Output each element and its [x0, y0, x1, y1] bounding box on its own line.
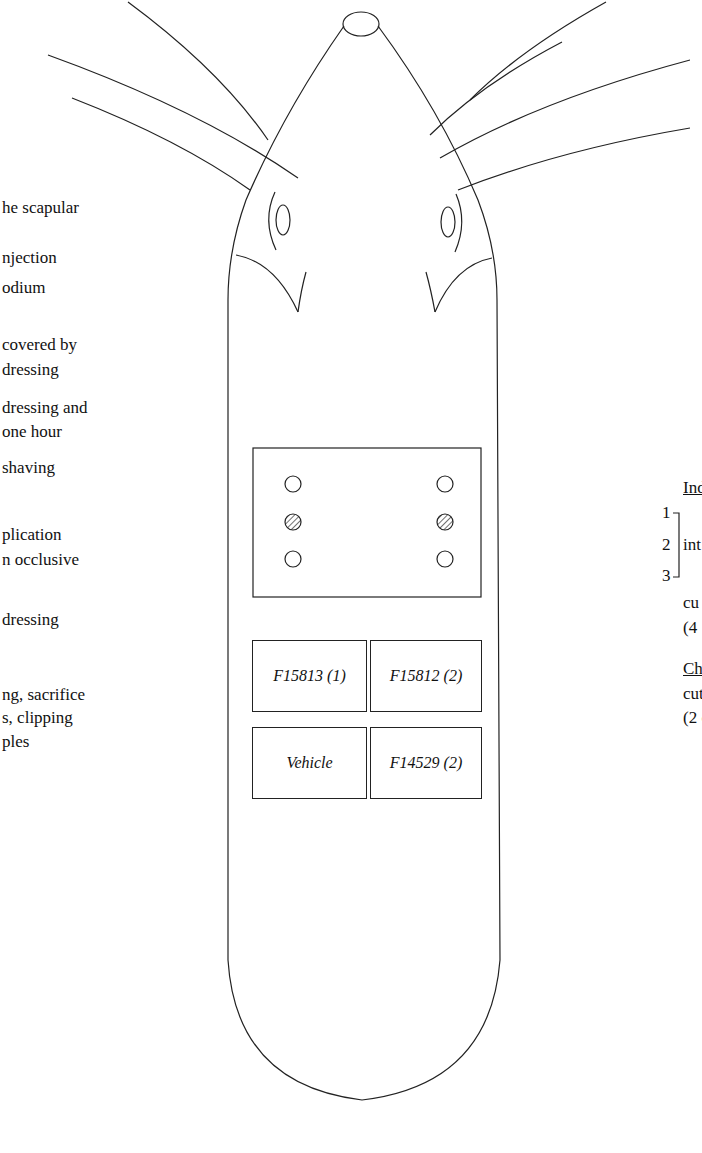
- injection-site: [285, 476, 301, 492]
- annotation-text: s, clipping: [2, 708, 73, 728]
- eye: [276, 205, 290, 235]
- annotation-text: dressing and: [2, 398, 87, 418]
- annotation-text: (4: [683, 618, 697, 638]
- annotation-text: 3: [662, 566, 671, 586]
- nose: [343, 12, 379, 36]
- ear: [236, 255, 298, 312]
- ear: [298, 272, 306, 312]
- annotation-text: dressing: [2, 360, 59, 380]
- box-label: F14529 (2): [390, 754, 462, 772]
- box-label: F15812 (2): [390, 667, 462, 685]
- ear: [435, 258, 492, 312]
- eye-arc: [269, 192, 276, 250]
- compound-box: F15812 (2): [370, 640, 482, 712]
- whisker: [470, 2, 606, 100]
- whisker: [430, 42, 562, 135]
- ear: [426, 272, 435, 312]
- injection-site-hatched: [285, 514, 301, 530]
- annotation-text: shaving: [2, 458, 55, 478]
- annotation-text: cut: [683, 684, 702, 704]
- annotation-text: one hour: [2, 422, 62, 442]
- compound-box: Vehicle: [252, 727, 367, 799]
- injection-site: [437, 551, 453, 567]
- annotation-text: 2: [662, 535, 671, 555]
- whisker: [48, 55, 298, 178]
- injection-site: [285, 551, 301, 567]
- annotation-text: plication: [2, 525, 61, 545]
- annotation-text: (2 c: [683, 708, 702, 728]
- annotation-text: cu: [683, 593, 699, 613]
- whisker: [458, 128, 690, 190]
- annotation-text: 1: [662, 503, 671, 523]
- compound-box: F15813 (1): [252, 640, 367, 712]
- bracket: [673, 513, 679, 577]
- annotation-text: ples: [2, 732, 29, 752]
- annotation-text: ng, sacrifice: [2, 685, 85, 705]
- annotation-text: n occlusive: [2, 550, 79, 570]
- whisker: [440, 60, 690, 158]
- eye-arc: [455, 194, 462, 252]
- compound-box: F14529 (2): [370, 727, 482, 799]
- box-label: Vehicle: [286, 754, 332, 772]
- annotation-text: njection: [2, 248, 57, 268]
- box-label: F15813 (1): [273, 667, 345, 685]
- annotation-text: odium: [2, 278, 45, 298]
- annotation-text: Ind: [683, 478, 702, 498]
- annotation-text: dressing: [2, 610, 59, 630]
- injection-site: [437, 476, 453, 492]
- annotation-text: covered by: [2, 335, 77, 355]
- body-outline: [228, 26, 500, 1100]
- eye: [441, 207, 455, 237]
- annotation-text: int: [683, 535, 701, 555]
- injection-site-panel: [253, 448, 481, 597]
- annotation-text: he scapular: [2, 198, 79, 218]
- whisker: [72, 98, 250, 190]
- injection-site-hatched: [437, 514, 453, 530]
- annotation-text: Ch: [683, 659, 702, 679]
